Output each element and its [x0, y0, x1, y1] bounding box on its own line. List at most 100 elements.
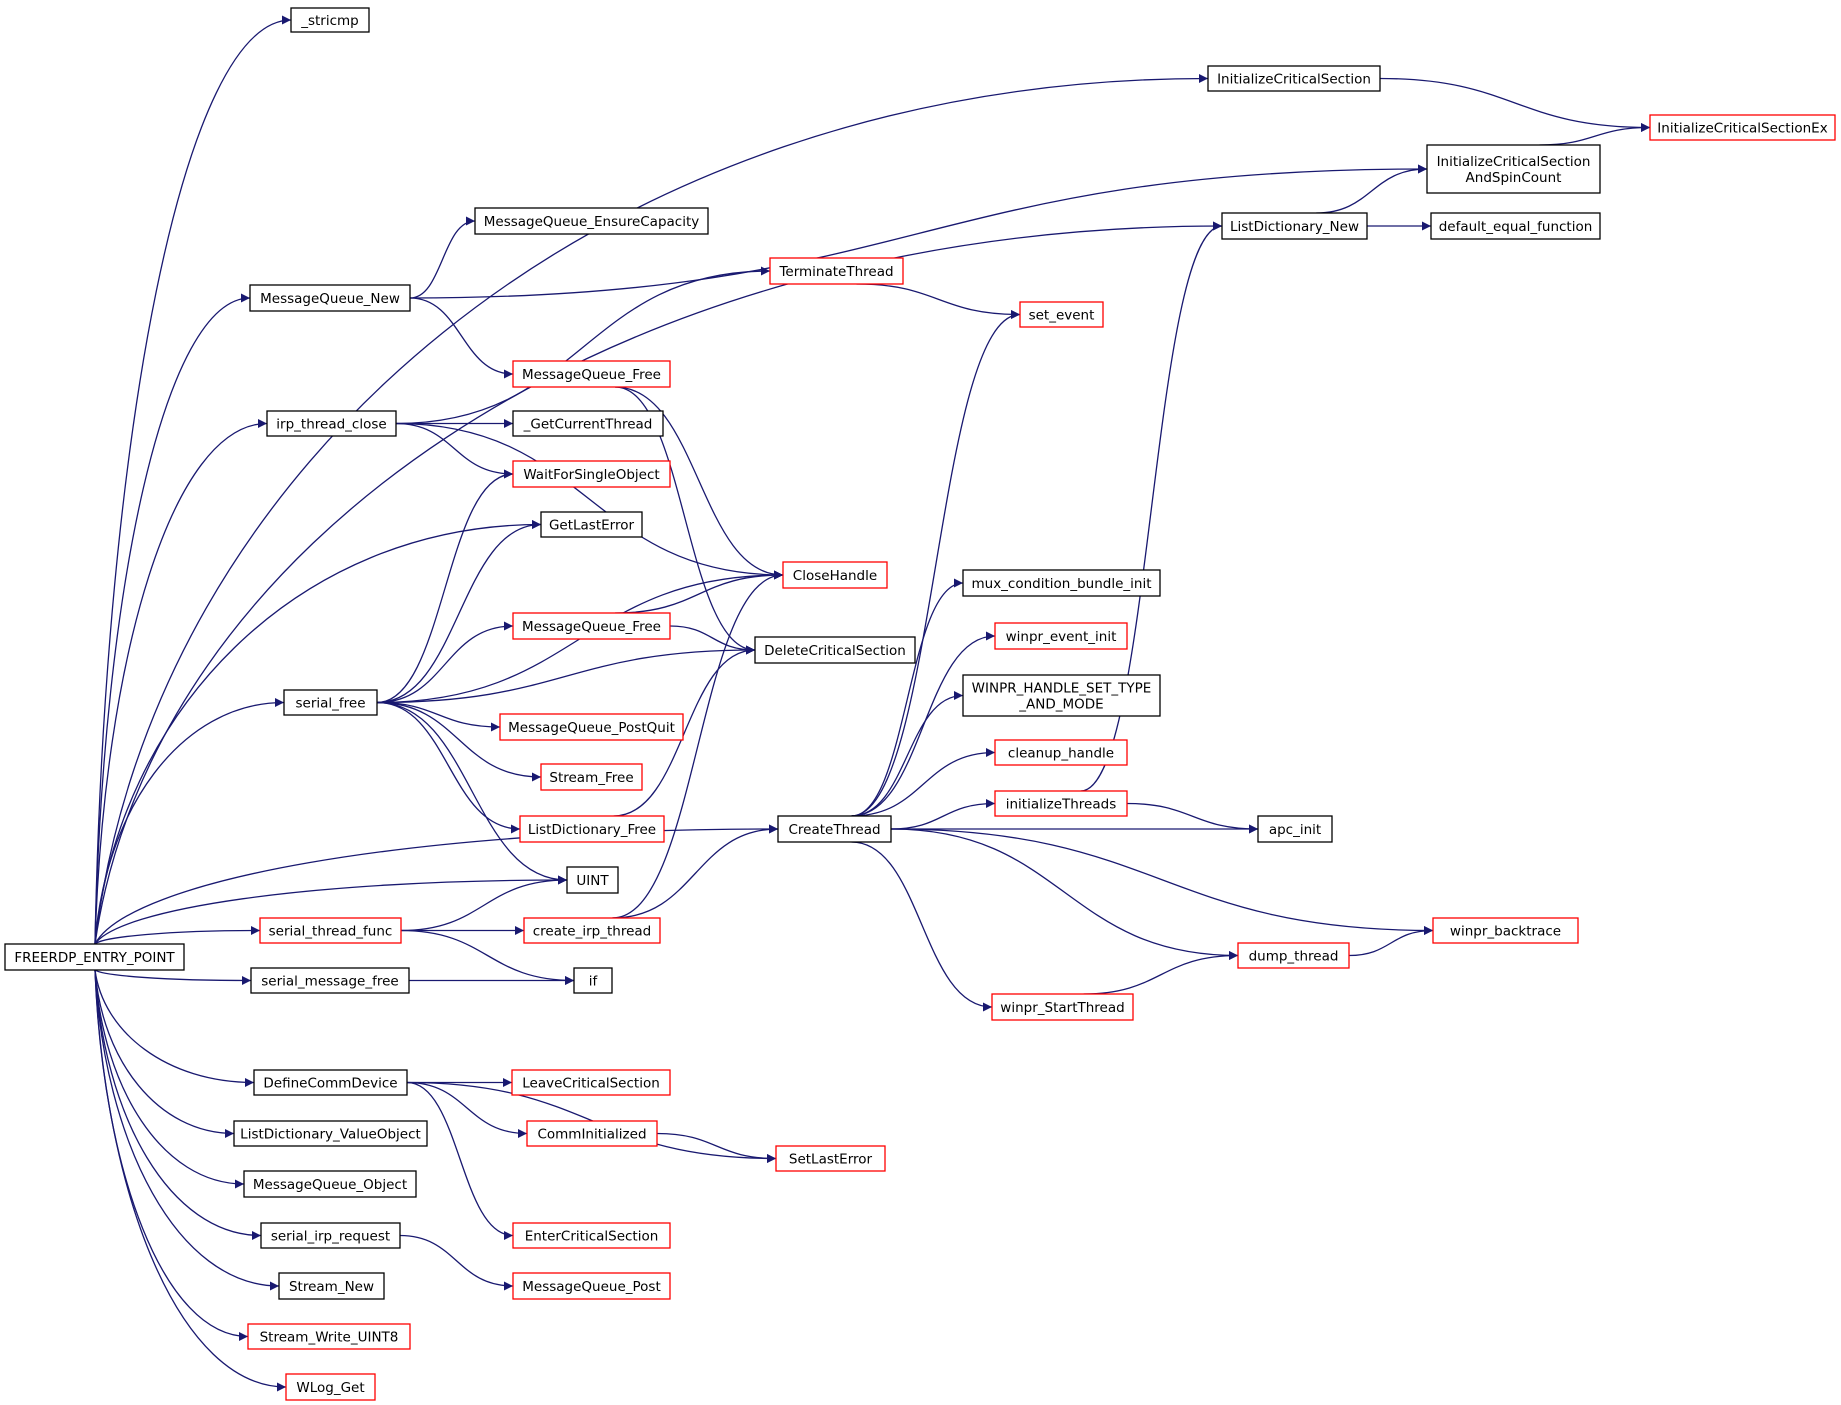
node-getcurrentthread[interactable]: _GetCurrentThread	[512, 410, 664, 437]
node-label: if	[589, 974, 599, 990]
edge-createthread-to-set-event	[851, 310, 1021, 817]
node-entercriticalsection[interactable]: EnterCriticalSection	[512, 1222, 671, 1249]
node-comminitialized[interactable]: CommInitialized	[526, 1120, 658, 1147]
node-cleanup-handle[interactable]: cleanup_handle	[994, 739, 1128, 766]
node-label: serial_free	[295, 696, 365, 712]
node-box	[250, 967, 410, 994]
node-label: CreateThread	[788, 822, 880, 838]
edge-freerdp-entry-point-to-listdictionary-new	[94, 221, 1223, 945]
edge-createthread-to-dump-thread	[890, 828, 1239, 960]
node-definecommdevice[interactable]: DefineCommDevice	[253, 1069, 408, 1096]
node-initializethreads[interactable]: initializeThreads	[994, 790, 1128, 817]
node-set-event[interactable]: set_event	[1019, 301, 1104, 328]
node-initializecriticalsectionex[interactable]: InitializeCriticalSectionEx	[1649, 114, 1836, 141]
node-box	[754, 636, 916, 664]
edge-serial-free-to-uint	[376, 701, 568, 885]
node-leavecriticalsection[interactable]: LeaveCriticalSection	[511, 1069, 671, 1096]
node-serial-message-free[interactable]: serial_message_free	[250, 967, 410, 994]
node-label: _GetCurrentThread	[523, 417, 653, 433]
edge-messagequeue-free-2-to-closehandle	[615, 570, 784, 614]
node-messagequeue-object[interactable]: MessageQueue_Object	[243, 1170, 417, 1198]
node-listdictionary-new[interactable]: ListDictionary_New	[1221, 212, 1368, 240]
node-terminatethread[interactable]: TerminateThread	[769, 257, 904, 285]
node-box	[526, 1120, 658, 1147]
node-freerdp-entry-point[interactable]: FREERDP_ENTRY_POINT	[4, 943, 185, 971]
node-if[interactable]: if	[573, 967, 613, 994]
edge-freerdp-entry-point-to-serial-free	[94, 698, 285, 945]
edge-createthread-to-winpr-backtrace	[890, 828, 1434, 935]
node-box	[253, 1069, 408, 1096]
edge-irp-thread-close-to-waitforsingleobject	[395, 422, 514, 479]
edge-createthread-to-cleanup-handle	[851, 748, 996, 817]
node-getlasterror[interactable]: GetLastError	[540, 511, 643, 538]
node-box	[573, 967, 613, 994]
node-stricmp[interactable]: _stricmp	[290, 7, 370, 33]
node-initializecriticalsection[interactable]: InitializeCriticalSection	[1207, 65, 1381, 92]
edge-serial-free-to-waitforsingleobject	[376, 469, 514, 704]
node-label: _stricmp	[300, 13, 359, 29]
node-waitforsingleobject[interactable]: WaitForSingleObject	[512, 460, 671, 488]
node-wlog-get[interactable]: WLog_Get	[285, 1373, 376, 1401]
node-box	[566, 866, 619, 894]
node-label: ListDictionary_New	[1230, 219, 1359, 235]
node-winpr-startthread[interactable]: winpr_StartThread	[991, 993, 1134, 1021]
node-label: MessageQueue_Object	[253, 1177, 407, 1193]
node-dump-thread[interactable]: dump_thread	[1237, 942, 1350, 969]
node-label: Stream_Write_UINT8	[260, 1330, 399, 1346]
node-messagequeue-free-1[interactable]: MessageQueue_Free	[512, 360, 671, 388]
node-listdictionary-valueobject[interactable]: ListDictionary_ValueObject	[233, 1120, 428, 1147]
node-label: ListDictionary_Free	[528, 822, 656, 838]
node-stream-free[interactable]: Stream_Free	[540, 763, 643, 791]
node-deletecriticalsection[interactable]: DeleteCriticalSection	[754, 636, 916, 664]
node-serial-irp-request[interactable]: serial_irp_request	[260, 1222, 401, 1249]
node-serial-free[interactable]: serial_free	[283, 689, 378, 716]
node-create-irp-thread[interactable]: create_irp_thread	[523, 917, 661, 944]
node-box	[474, 207, 709, 235]
node-label: initializeThreads	[1006, 797, 1117, 813]
edge-freerdp-entry-point-to-messagequeue-new	[94, 293, 251, 945]
node-box	[994, 739, 1128, 766]
edge-serial-free-to-messagequeue-free-2	[376, 621, 514, 704]
node-box	[259, 917, 402, 944]
node-apc-init[interactable]: apc_init	[1257, 815, 1333, 843]
node-messagequeue-ensurecapacity[interactable]: MessageQueue_EnsureCapacity	[474, 207, 709, 235]
node-box	[775, 1145, 886, 1172]
node-label: MessageQueue_Free	[522, 619, 661, 635]
node-stream-new[interactable]: Stream_New	[278, 1272, 385, 1300]
node-serial-thread-func[interactable]: serial_thread_func	[259, 917, 402, 944]
node-closehandle[interactable]: CloseHandle	[782, 561, 888, 589]
node-box	[991, 993, 1134, 1021]
node-box	[962, 674, 1161, 717]
node-winpr-backtrace[interactable]: winpr_backtrace	[1432, 917, 1579, 944]
node-createthread[interactable]: CreateThread	[777, 815, 892, 843]
node-label: cleanup_handle	[1008, 746, 1114, 762]
node-box	[540, 763, 643, 791]
node-box	[1221, 212, 1368, 240]
node-label: LeaveCriticalSection	[522, 1076, 660, 1092]
node-mux-condition-bundle-init[interactable]: mux_condition_bundle_init	[962, 569, 1161, 597]
node-default-equal-function[interactable]: default_equal_function	[1430, 212, 1601, 240]
node-setlasterror[interactable]: SetLastError	[775, 1145, 886, 1172]
edge-freerdp-entry-point-to-wlog-get	[94, 969, 287, 1392]
node-messagequeue-new[interactable]: MessageQueue_New	[249, 284, 411, 312]
node-box	[1432, 917, 1579, 944]
edge-serial-thread-func-to-if	[400, 929, 575, 985]
node-messagequeue-free-2[interactable]: MessageQueue_Free	[512, 612, 671, 640]
edge-freerdp-entry-point-to-serial-irp-request	[94, 969, 262, 1240]
node-stream-write-uint8[interactable]: Stream_Write_UINT8	[247, 1323, 411, 1350]
node-box	[283, 689, 378, 716]
node-label: InitializeCriticalSection	[1437, 154, 1591, 170]
node-uint[interactable]: UINT	[566, 866, 619, 894]
node-listdictionary-free[interactable]: ListDictionary_Free	[519, 815, 665, 843]
node-label: Stream_New	[289, 1279, 374, 1295]
node-winpr-event-init[interactable]: winpr_event_init	[994, 622, 1128, 650]
edge-dump-thread-to-winpr-backtrace	[1348, 926, 1434, 957]
edge-freerdp-entry-point-to-stricmp	[94, 15, 292, 945]
node-messagequeue-post[interactable]: MessageQueue_Post	[512, 1272, 671, 1300]
node-messagequeue-postquit[interactable]: MessageQueue_PostQuit	[499, 713, 684, 741]
edge-serial-irp-request-to-messagequeue-post	[399, 1234, 514, 1291]
node-winpr-handle-set-type-and-mode[interactable]: WINPR_HANDLE_SET_TYPE_AND_MODE	[962, 674, 1161, 717]
node-irp-thread-close[interactable]: irp_thread_close	[266, 410, 397, 437]
node-label: CloseHandle	[793, 568, 877, 584]
